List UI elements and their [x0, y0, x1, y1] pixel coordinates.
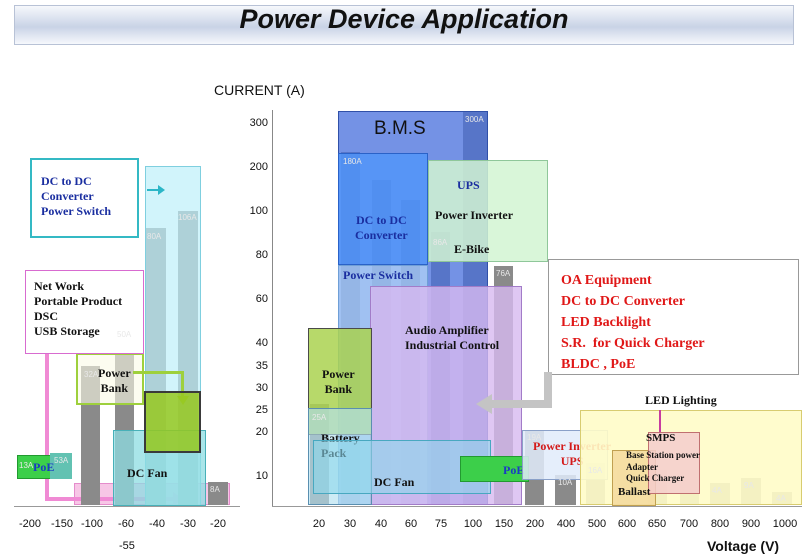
x-tick: 800 — [710, 518, 730, 530]
network-callout: Net Work Portable Product DSC USB Storag… — [25, 270, 144, 354]
y-tick: 20 — [255, 426, 268, 438]
ebike-label: E-Bike — [454, 242, 490, 256]
y-tick: 25 — [255, 404, 268, 416]
label-19a: 19A — [527, 433, 542, 442]
x-tick: 75 — [434, 518, 448, 530]
audio-label: Audio Amplifier Industrial Control — [405, 323, 500, 352]
y-tick: 40 — [255, 337, 268, 349]
grey-arrow-riser — [544, 372, 552, 408]
y-tick: 60 — [255, 293, 268, 305]
label-76a: 76A — [496, 269, 511, 278]
x-tick: 650 — [647, 518, 667, 530]
ups-label: UPS — [457, 178, 480, 192]
label-16a: 16A — [588, 466, 603, 475]
power-bank-left-region — [76, 353, 144, 405]
y-tick: 100 — [249, 205, 268, 217]
y-tick: 200 — [249, 161, 268, 173]
x-tick: -100 — [80, 518, 104, 530]
label-8a: 8A — [210, 485, 220, 494]
x-tick: 60 — [404, 518, 418, 530]
x-tick: 1000 — [772, 518, 798, 530]
x-tick: -150 — [50, 518, 74, 530]
label-32a: 32A — [84, 370, 99, 379]
baseline-right — [272, 506, 802, 507]
x-tick: 30 — [343, 518, 357, 530]
label-300a: 300A — [465, 115, 484, 124]
dc-fan-left-label: DC Fan — [127, 466, 168, 480]
x-tick: 500 — [587, 518, 607, 530]
dc-fan-right-label: DC Fan — [374, 475, 415, 489]
y-tick: 35 — [255, 360, 268, 372]
power-bank-right-label: Power Bank — [322, 367, 355, 396]
y-axis-label: CURRENT (A) — [214, 82, 305, 98]
y-tick: 80 — [255, 249, 268, 261]
bms-label: B.M.S — [374, 118, 426, 139]
x-tick: -60 — [118, 518, 134, 530]
poe-right-region — [460, 456, 529, 482]
led-lighting-label: LED Lighting — [645, 393, 717, 407]
baseline-left — [14, 506, 240, 507]
x-axis-label: Voltage (V) — [707, 538, 780, 554]
dc-dc-right-region — [338, 153, 428, 265]
grey-arrow-shaft — [490, 400, 550, 408]
x-tick: 100 — [463, 518, 483, 530]
dc-dc-left-callout: DC to DC Converter Power Switch — [30, 158, 139, 238]
y-tick: 10 — [255, 470, 268, 482]
y-axis-line — [272, 110, 273, 506]
poe-left-overlay — [50, 453, 72, 479]
y-tick: 30 — [255, 382, 268, 394]
label-86a: 86A — [433, 238, 448, 247]
x-tick: 600 — [617, 518, 637, 530]
title-bar — [14, 5, 794, 45]
power-inverter-label: Power Inverter — [435, 208, 514, 222]
label-50a: 50A — [117, 330, 132, 339]
green-arrow-h — [133, 371, 183, 374]
label-4a-right: 4A — [776, 494, 786, 503]
label-180a: 180A — [343, 157, 362, 166]
power-bank-left-box — [144, 391, 201, 453]
label-4a-left: 4A — [712, 486, 722, 495]
poe-right-label: PoE — [503, 463, 525, 477]
x-tick: 20 — [312, 518, 326, 530]
x-tick: -30 — [180, 518, 196, 530]
power-switch-label: Power Switch — [343, 268, 414, 282]
label-10a: 10A — [558, 478, 573, 487]
green-arrow-v — [181, 371, 184, 397]
grey-arrow-head — [476, 394, 492, 414]
cyan-arrow-head — [158, 185, 165, 195]
led-pointer — [659, 410, 661, 436]
x-tick: 400 — [556, 518, 576, 530]
label-106a: 106A — [178, 213, 197, 222]
poe-left-label: PoE — [33, 460, 55, 474]
dc-dc-right-label: DC to DC Converter — [355, 213, 408, 242]
x-tick: -200 — [18, 518, 42, 530]
label-9a: 9A — [744, 481, 754, 490]
x-tick: 700 — [679, 518, 699, 530]
x-tick: 900 — [741, 518, 761, 530]
oa-callout: OA Equipment DC to DC Converter LED Back… — [548, 259, 799, 375]
ballast-label: Ballast — [618, 486, 651, 498]
y-tick: 300 — [249, 117, 268, 129]
x-tick: -40 — [149, 518, 165, 530]
smps-label: SMPS — [646, 432, 676, 444]
smps-region — [648, 432, 700, 494]
cyan-arrow-line — [147, 189, 161, 191]
bar-400v — [555, 475, 576, 505]
x-tick: 40 — [374, 518, 388, 530]
x-tick: 150 — [494, 518, 514, 530]
pink-arrow-shaft — [45, 353, 49, 499]
label-13a: 13A — [19, 461, 34, 470]
ups-region — [428, 160, 548, 262]
x-tick: 200 — [525, 518, 545, 530]
label-25a: 25A — [312, 413, 327, 422]
label-80a: 80A — [147, 232, 162, 241]
power-bank-left-label: Power Bank — [98, 366, 131, 395]
base-station-label: Base Station power Adapter Quick Charger — [626, 450, 700, 484]
pink-arrow-base — [45, 497, 175, 501]
label-53a: 53A — [54, 456, 69, 465]
x-tick: -20 — [210, 518, 226, 530]
page-title: Power Device Application — [239, 4, 569, 34]
x-tick-extra: -55 — [119, 540, 135, 552]
bar-20 — [208, 482, 228, 505]
